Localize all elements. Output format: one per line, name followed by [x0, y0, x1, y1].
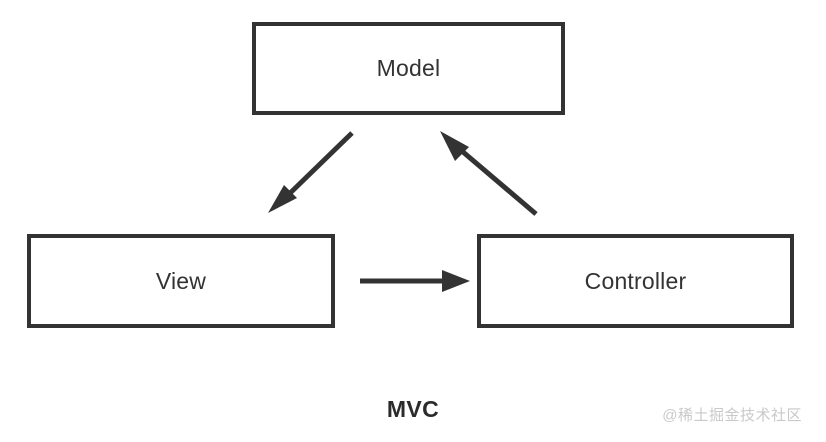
- edge-view-to-controller: [360, 270, 470, 292]
- edge-model-to-view: [268, 131, 354, 213]
- diagram-caption: MVC: [386, 396, 440, 422]
- node-controller-label: Controller: [584, 267, 687, 294]
- node-controller[interactable]: Controller: [477, 234, 794, 328]
- watermark: @稀土掘金技术社区: [662, 407, 802, 424]
- node-model[interactable]: Model: [252, 22, 565, 115]
- node-view[interactable]: View: [27, 234, 335, 328]
- node-model-label: Model: [376, 55, 441, 81]
- edge-controller-to-model: [440, 131, 538, 216]
- node-view-label: View: [155, 267, 207, 294]
